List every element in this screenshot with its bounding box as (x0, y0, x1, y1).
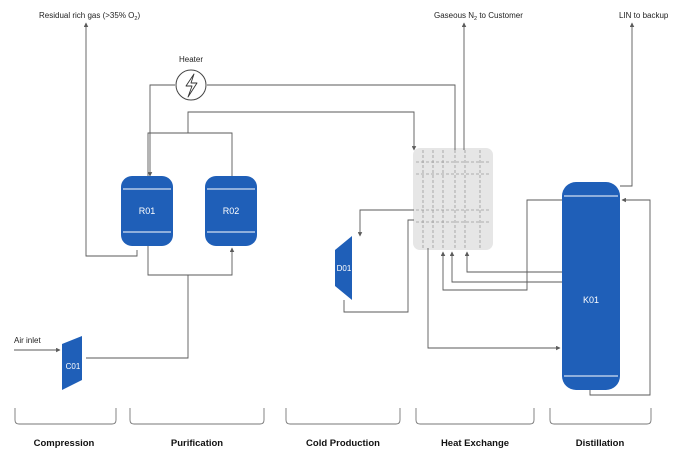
stage-heat-exchange: Heat Exchange (441, 438, 509, 449)
stage-compression: Compression (34, 438, 95, 449)
turbine-d01: D01 (335, 236, 352, 300)
heater-label: Heater (179, 55, 203, 64)
stage-distillation: Distillation (576, 438, 625, 449)
compressor-c01: C01 (62, 336, 82, 390)
vessel-r01: R01 (121, 176, 173, 246)
d01-label: D01 (337, 264, 352, 273)
heater: Heater (175, 55, 207, 101)
stage-cold-production: Cold Production (306, 438, 380, 449)
lin-backup-label: LIN to backup (619, 11, 669, 20)
stage-purification: Purification (171, 438, 223, 449)
k01-label: K01 (583, 295, 599, 305)
flow-lines (14, 22, 651, 396)
vessel-r02: R02 (205, 176, 257, 246)
stage-brackets (14, 408, 652, 425)
heat-exchanger (413, 148, 493, 250)
c01-label: C01 (66, 362, 81, 371)
gaseous-n2-label: Gaseous N2 to Customer (434, 11, 523, 22)
air-inlet-label: Air inlet (14, 336, 41, 345)
residual-gas-label: Residual rich gas (>35% O2) (39, 11, 140, 22)
lightning-icon (185, 73, 198, 98)
r01-label: R01 (139, 206, 156, 216)
r02-label: R02 (223, 206, 240, 216)
column-k01: K01 (562, 182, 620, 390)
